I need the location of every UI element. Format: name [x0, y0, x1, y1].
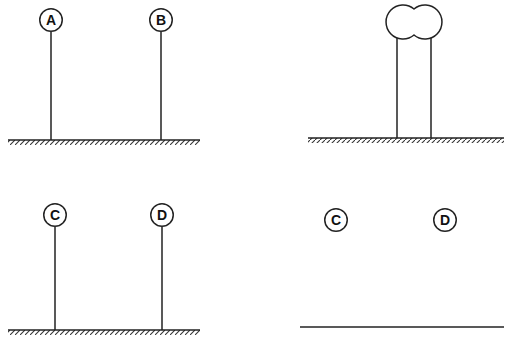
ground-line [300, 326, 504, 328]
stem [54, 227, 56, 330]
stem [396, 38, 398, 138]
letter-circle: C [43, 203, 67, 227]
ground-hatch [308, 138, 504, 143]
stem [430, 38, 432, 138]
circle-letter: C [324, 213, 348, 227]
stem [50, 32, 52, 140]
ground-line [8, 329, 200, 331]
letter-circle: B [149, 8, 173, 32]
stem [161, 227, 163, 330]
circle-letter: A [39, 13, 63, 27]
ground-hatch [8, 140, 200, 145]
stem [160, 32, 162, 140]
letter-circle: C [324, 208, 348, 232]
circle-letter: D [150, 208, 174, 222]
ground-line [8, 139, 200, 141]
ground-line [308, 137, 504, 139]
circle-letter: C [43, 208, 67, 222]
ground-hatch [8, 330, 200, 335]
letter-circle: D [433, 208, 457, 232]
letter-circle: A [39, 8, 63, 32]
letter-circle: D [150, 203, 174, 227]
circle-letter: B [149, 13, 173, 27]
circle-letter: D [433, 213, 457, 227]
merged-circles [386, 5, 442, 39]
